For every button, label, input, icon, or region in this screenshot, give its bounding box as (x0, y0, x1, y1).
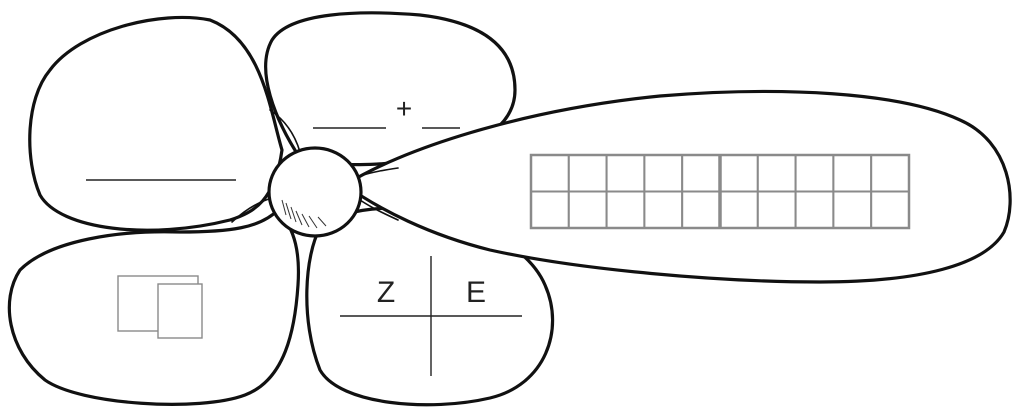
grid-cell[interactable] (644, 155, 682, 192)
grid-cell[interactable] (569, 155, 607, 192)
petal-top-left (30, 17, 282, 230)
grid-cell[interactable] (871, 192, 909, 229)
grid-cell[interactable] (833, 192, 871, 229)
grid-cell[interactable] (871, 155, 909, 192)
square-front (158, 284, 202, 338)
grid-cell[interactable] (796, 192, 834, 229)
grid-cell[interactable] (607, 192, 645, 229)
ones-label: E (466, 276, 486, 309)
grid-cell[interactable] (720, 155, 758, 192)
twenty-field-grid (531, 155, 909, 228)
grid-cell[interactable] (644, 192, 682, 229)
plus-sign: + (396, 93, 412, 124)
grid-cell[interactable] (682, 192, 720, 229)
grid-cell[interactable] (569, 192, 607, 229)
flower-center (269, 148, 361, 236)
grid-cell[interactable] (720, 192, 758, 229)
grid-cell[interactable] (531, 155, 569, 192)
grid-cell[interactable] (833, 155, 871, 192)
grid-cell[interactable] (758, 155, 796, 192)
tens-label: Z (377, 276, 395, 309)
grid-cell[interactable] (531, 192, 569, 229)
grid-cell[interactable] (607, 155, 645, 192)
grid-cell[interactable] (758, 192, 796, 229)
grid-cell[interactable] (682, 155, 720, 192)
grid-cell[interactable] (796, 155, 834, 192)
squares-group (118, 276, 202, 338)
